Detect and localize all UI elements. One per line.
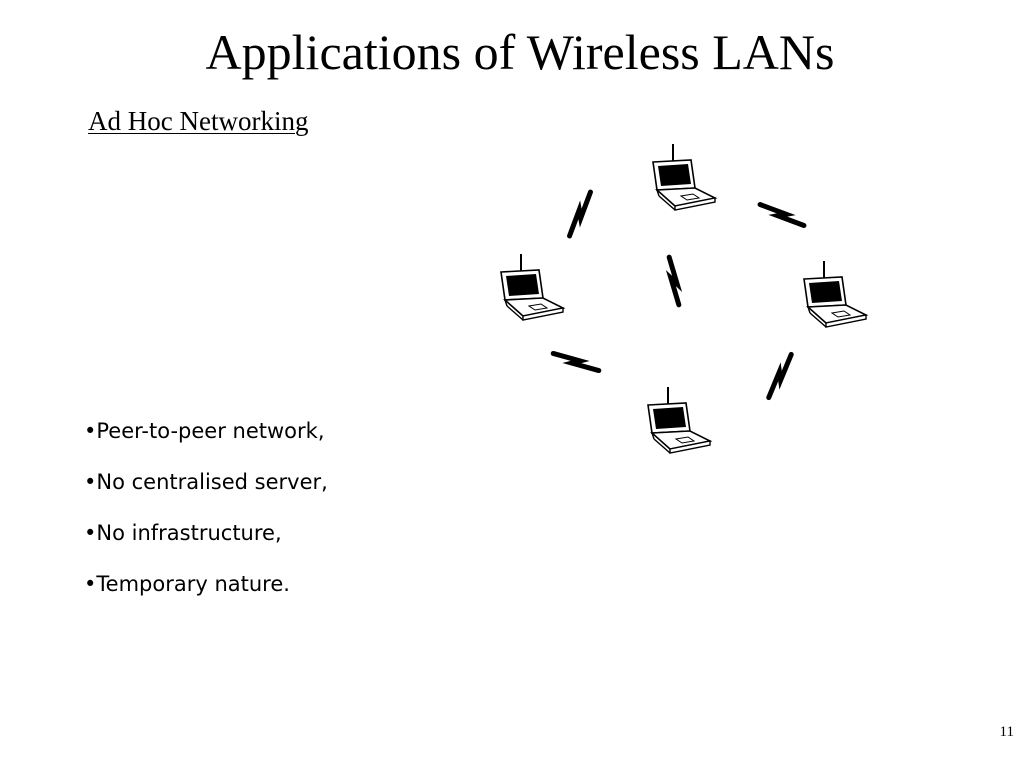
bullet-list: •Peer-to-peer network, •No centralised s… [84,414,328,618]
wireless-link-right-bottom-icon [762,354,797,397]
page-number: 11 [999,724,1014,740]
laptop-bottom-icon [647,386,711,454]
bullet-item: •No infrastructure, [84,521,282,545]
slide-title: Applications of Wireless LANs [205,24,835,80]
bullet-item: •No centralised server, [84,470,328,494]
laptop-right-icon [803,260,867,328]
wireless-link-left-bottom-icon [553,347,599,378]
wireless-link-top-left-icon [563,192,597,236]
wireless-link-top-right-icon [760,198,804,232]
section-heading: Ad Hoc Networking [88,106,309,136]
laptop-top-icon [652,143,716,211]
wireless-link-center-icon [669,257,679,305]
bullet-item: •Peer-to-peer network, [84,419,325,443]
laptop-left-icon [500,253,564,321]
bullet-item: •Temporary nature. [84,572,290,596]
